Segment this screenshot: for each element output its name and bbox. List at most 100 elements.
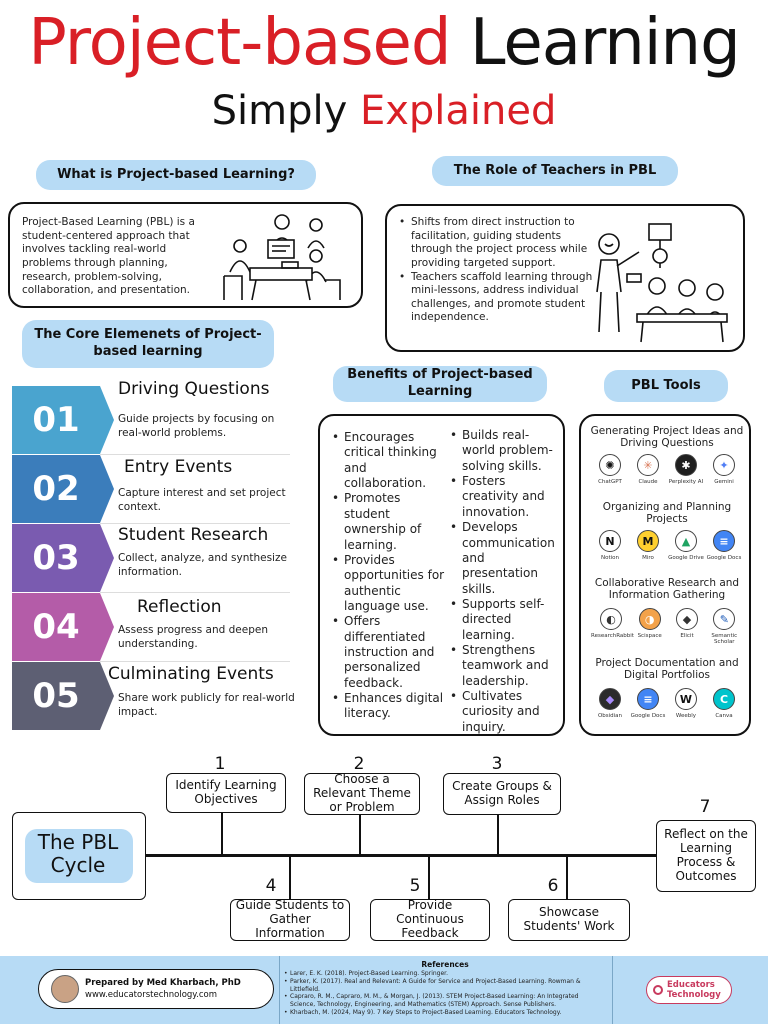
core-title-driving-questions: Driving Questions <box>118 379 270 399</box>
step-showcase-work: Showcase Students' Work <box>508 899 630 941</box>
core-number-04: 04 <box>12 593 114 661</box>
tool-item[interactable]: ✺ChatGPT <box>591 454 629 485</box>
gemini-icon: ✦ <box>713 454 735 476</box>
cycle-label: The PBL Cycle <box>37 830 119 877</box>
canva-icon: C <box>713 688 735 710</box>
teacher-illustration <box>596 223 728 343</box>
references-title: References <box>421 960 469 969</box>
teachers-heading: The Role of Teachers in PBL <box>432 156 678 186</box>
core-divider <box>100 454 290 455</box>
core-desc: Assess progress and deepen understanding… <box>118 624 268 650</box>
core-desc: Guide projects by focusing on real-world… <box>118 413 275 439</box>
benefit-item: Promotes student ownership of learning. <box>330 491 450 552</box>
educators-technology-logo[interactable]: Educators Technology <box>646 976 732 1004</box>
step-number-2: 2 <box>353 754 365 774</box>
google-drive-icon: ▲ <box>675 530 697 552</box>
avatar <box>51 975 79 1003</box>
benefit-item: Strengthens teamwork and leadership. <box>448 643 558 689</box>
core-title-student-research: Student Research <box>118 525 269 545</box>
benefit-item: Fosters creativity and innovation. <box>448 474 558 520</box>
scispace-icon: ◑ <box>638 608 661 630</box>
tool-item[interactable]: ✎Semantic Scholar <box>706 608 743 645</box>
step-number-3: 3 <box>491 754 503 774</box>
step-connector <box>428 855 430 899</box>
step-number-1: 1 <box>214 754 226 774</box>
what-is-box: Project-Based Learning (PBL) is a studen… <box>8 202 363 308</box>
logo-line1: Educators <box>667 980 715 990</box>
tool-item[interactable]: ◑Scispace <box>631 608 668 645</box>
step-identify-objectives: Identify Learning Objectives <box>166 773 286 813</box>
core-number-05: 05 <box>12 662 114 730</box>
google-docs-icon: ≡ <box>713 530 735 552</box>
benefits-column-2: Builds real-world problem-solving skills… <box>448 428 558 735</box>
perplexity-icon: ✱ <box>675 454 697 476</box>
benefit-item: Supports self-directed learning. <box>448 597 558 643</box>
title-part2: Learning <box>469 6 741 80</box>
cycle-label-highlight <box>25 829 133 883</box>
page-title: Project-based Learning <box>0 4 768 82</box>
tool-item[interactable]: ▲Google Drive <box>667 530 705 561</box>
subtitle-part2: Explained <box>359 88 557 134</box>
semantic-scholar-icon: ✎ <box>713 608 736 630</box>
step-create-groups: Create Groups & Assign Roles <box>443 773 561 815</box>
step-choose-theme: Choose a Relevant Theme or Problem <box>304 772 420 815</box>
what-is-heading: What is Project-based Learning? <box>36 160 316 190</box>
tool-item[interactable]: ◆Obsidian <box>591 688 629 719</box>
logo-line2: Technology <box>667 990 721 1000</box>
tools-box: Generating Project Ideas and Driving Que… <box>579 414 751 736</box>
title-part1: Project-based <box>28 6 451 80</box>
tools-row: ◐ResearchRabbit ◑Scispace ◆Elicit ✎Seman… <box>591 608 743 645</box>
step-connector <box>359 815 361 855</box>
benefits-heading: Benefits of Project-based Learning <box>333 366 547 402</box>
benefits-box: Encourages critical thinking and collabo… <box>318 414 565 736</box>
step-number-7: 7 <box>699 797 711 817</box>
tool-item[interactable]: ◐ResearchRabbit <box>591 608 634 645</box>
tool-item[interactable]: ✱Perplexity AI <box>667 454 705 485</box>
step-connector <box>497 815 499 855</box>
core-title-culminating-events: Culminating Events <box>108 664 274 684</box>
teachers-bullets: Shifts from direct instruction to facili… <box>397 216 593 325</box>
notion-icon: N <box>599 530 621 552</box>
step-connector <box>289 855 291 899</box>
core-divider <box>100 523 290 524</box>
tool-item[interactable]: ≡Google Docs <box>629 688 667 719</box>
benefit-item: Cultivates curiosity and inquiry. <box>448 689 558 735</box>
tool-item[interactable]: ◆Elicit <box>668 608 705 645</box>
benefit-item: Builds real-world problem-solving skills… <box>448 428 558 474</box>
reference-item: Larer, E. K. (2018). Project-Based Learn… <box>282 970 582 978</box>
tools-heading: PBL Tools <box>604 370 728 402</box>
benefit-item: Enhances digital literacy. <box>330 691 450 722</box>
footer-divider <box>279 956 280 1024</box>
reference-item: Capraro, R. M., Capraro, M. M., & Morgan… <box>282 993 582 1009</box>
benefit-item: Provides opportunities for authentic lan… <box>330 553 450 614</box>
benefits-column-1: Encourages critical thinking and collabo… <box>330 430 450 722</box>
weebly-icon: W <box>675 688 697 710</box>
step-number-6: 6 <box>547 876 559 896</box>
researchrabbit-icon: ◐ <box>600 608 622 630</box>
tool-item[interactable]: ✦Gemini <box>705 454 743 485</box>
step-reflect: Reflect on the Learning Process & Outcom… <box>656 820 756 892</box>
core-number-03: 03 <box>12 524 114 592</box>
reference-item: Parker, K. (2017). Real and Relevant: A … <box>282 978 582 994</box>
tool-item[interactable]: ✳Claude <box>629 454 667 485</box>
core-number-02: 02 <box>12 455 114 523</box>
teachers-bullet: Teachers scaffold learning through mini-… <box>397 271 593 326</box>
benefit-item: Develops communication and presentation … <box>448 520 558 597</box>
core-title-reflection: Reflection <box>137 597 222 617</box>
footer-divider <box>612 956 613 1024</box>
tools-group-title: Project Documentation and Digital Portfo… <box>595 657 739 681</box>
core-desc: Capture interest and set project context… <box>118 487 286 513</box>
step-guide-students: Guide Students to Gather Information <box>230 898 350 941</box>
core-desc: Share work publicly for real-world impac… <box>118 692 295 718</box>
step-number-5: 5 <box>409 876 421 896</box>
author-site[interactable]: www.educatorstechnology.com <box>85 990 217 1000</box>
benefit-item: Offers differentiated instruction and pe… <box>330 614 450 691</box>
tools-group-title: Organizing and Planning Projects <box>602 501 732 525</box>
tool-item[interactable]: ≡Google Docs <box>705 530 743 561</box>
